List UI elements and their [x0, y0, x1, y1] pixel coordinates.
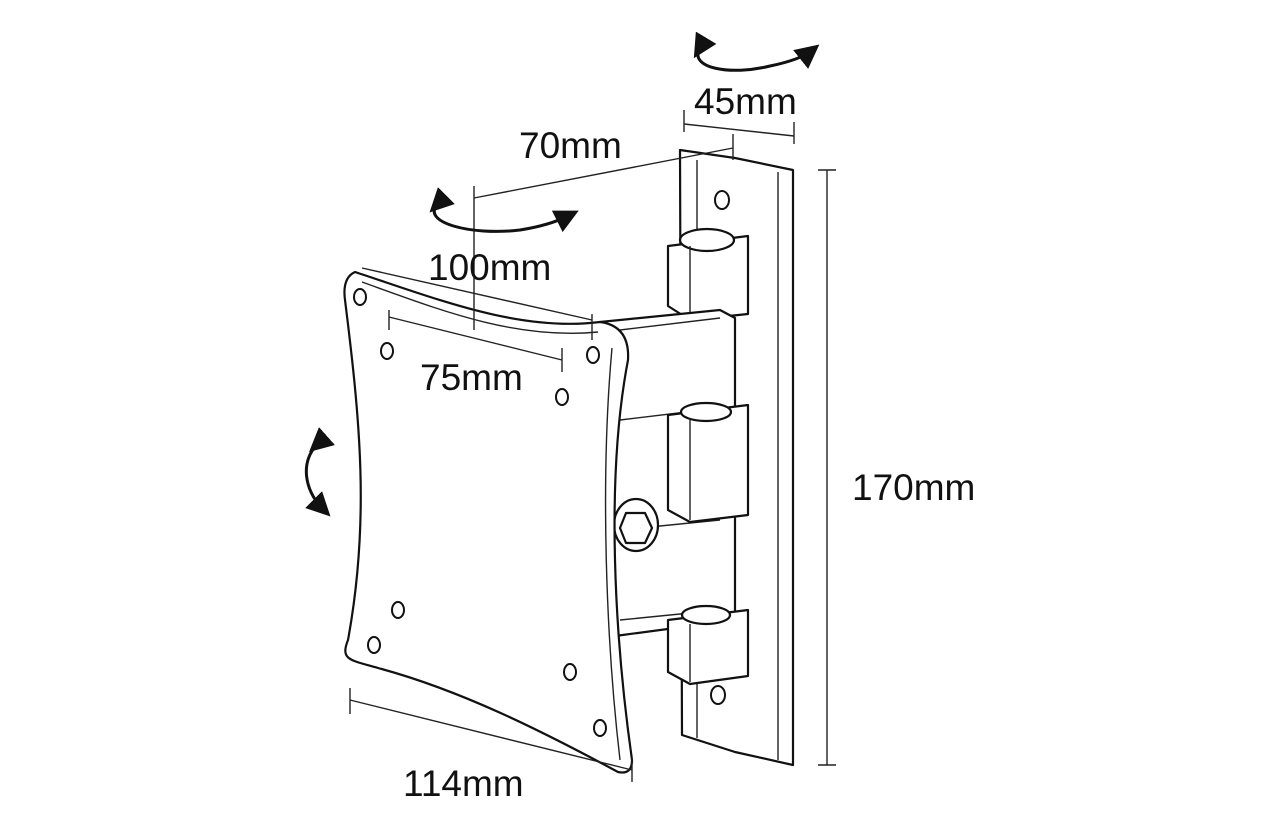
middle-hinge [666, 401, 750, 524]
hex-bolt-icon [618, 511, 654, 545]
vesa-hole-100-top-left [353, 288, 367, 306]
vesa-head-plate [343, 270, 634, 774]
tilt-knob [612, 497, 660, 553]
dim-label-114mm: 114mm [403, 763, 524, 804]
vesa-hole-75-bottom-right [563, 663, 577, 681]
vesa-hole-75-bottom-left [391, 601, 405, 619]
vesa-hole-75-top-right [555, 388, 569, 406]
dim-label-70mm: 70mm [519, 125, 622, 166]
dim-label-45mm: 45mm [694, 81, 797, 122]
wall-plate-top-hole [714, 190, 730, 210]
vesa-hole-100-top-right [586, 346, 600, 364]
dim-label-170mm: 170mm [852, 467, 975, 508]
upper-hinge [666, 227, 750, 322]
lower-hinge [666, 604, 750, 686]
dim-label-100mm: 100mm [428, 247, 551, 288]
dimension-lines [349, 110, 836, 782]
vesa-hole-100-bottom-right [593, 719, 607, 737]
vesa-hole-100-bottom-left [367, 636, 381, 654]
swivel-arrow-icon [429, 187, 579, 233]
vesa-hole-75-top-left [380, 342, 394, 360]
rotate-arrow-icon [693, 31, 820, 72]
wall-plate-bottom-hole [710, 685, 726, 705]
tilt-arrow-icon [304, 427, 335, 517]
dim-label-75mm: 75mm [420, 357, 523, 398]
